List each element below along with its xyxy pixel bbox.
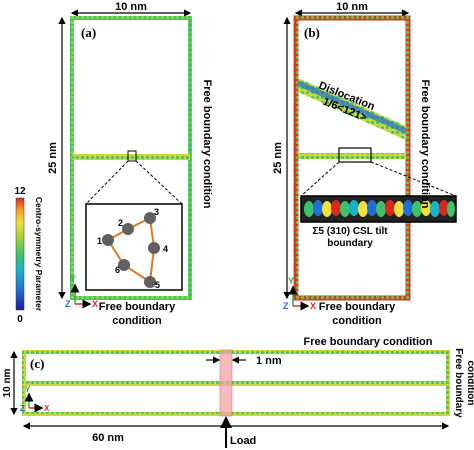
grain-boundary bbox=[72, 154, 190, 160]
axis-y-label: Y bbox=[288, 276, 294, 286]
panel-c-label: (c) bbox=[30, 356, 44, 371]
atom-ring bbox=[102, 212, 160, 288]
colorbar-min-label: 0 bbox=[17, 314, 23, 325]
axis-x-label: X bbox=[310, 301, 316, 311]
axis-y-label: Y bbox=[25, 385, 31, 394]
axis-z-label: Z bbox=[65, 299, 71, 309]
bottom-boundary-label-2: condition bbox=[332, 315, 382, 327]
width-label: 60 nm bbox=[92, 432, 124, 444]
gap-label: 1 nm bbox=[256, 355, 282, 367]
top-boundary-label: Free boundary condition bbox=[304, 336, 433, 348]
zoom-line-left bbox=[300, 161, 340, 197]
panel-b: 10 nm 25 nm bbox=[272, 1, 457, 327]
axis-triad-b: Y Z X bbox=[283, 276, 316, 311]
right-boundary-label-2: condition bbox=[465, 361, 474, 406]
axis-y-label: Y bbox=[70, 274, 76, 284]
atom-label-5: 5 bbox=[155, 280, 160, 290]
atom-4 bbox=[148, 242, 160, 254]
atom-6 bbox=[118, 259, 130, 271]
grain-boundary bbox=[26, 381, 446, 386]
atom-label-1: 1 bbox=[97, 236, 102, 246]
zoom-line-right bbox=[135, 160, 183, 205]
bottom-boundary-label-2: condition bbox=[112, 315, 162, 327]
width-label: 10 nm bbox=[115, 1, 147, 13]
axis-x-label: X bbox=[44, 404, 50, 413]
height-label: 25 nm bbox=[272, 142, 284, 174]
csl-inset bbox=[300, 195, 457, 223]
simulation-box bbox=[293, 15, 411, 301]
colorbar-max-label: 12 bbox=[14, 186, 26, 197]
height-label: 10 nm bbox=[2, 368, 13, 397]
right-boundary-label: Free boundary condition bbox=[201, 80, 213, 209]
atom-label-6: 6 bbox=[115, 265, 120, 275]
atom-3 bbox=[144, 212, 156, 224]
simulation-box bbox=[22, 350, 450, 416]
colorbar-title: Centro-symmetry Parameter bbox=[34, 197, 44, 312]
panel-c: Free boundary condition 1 nm (c) 10 nm 6… bbox=[2, 336, 474, 448]
atom-5 bbox=[144, 276, 156, 288]
atom-2 bbox=[122, 223, 134, 235]
colorbar-gradient bbox=[15, 197, 25, 311]
zoom-line-left bbox=[85, 160, 129, 205]
width-label: 10 nm bbox=[336, 1, 368, 13]
csl-label-2: boundary bbox=[327, 238, 373, 249]
bottom-boundary-label-1: Free boundary bbox=[99, 301, 176, 313]
axis-triad-c: Y Z X bbox=[20, 385, 50, 413]
panel-a-label: (a) bbox=[81, 25, 96, 40]
axis-z-label: Z bbox=[283, 301, 289, 311]
atom-inset bbox=[85, 203, 183, 291]
axis-x-label: X bbox=[92, 299, 98, 309]
atom-label-2: 2 bbox=[118, 218, 123, 228]
csl-label-1: Σ5 (310) CSL tilt bbox=[312, 226, 388, 237]
atom-label-3: 3 bbox=[154, 207, 159, 217]
colorbar: 12 0 Centro-symmetry Parameter bbox=[14, 186, 44, 325]
load-label: Load bbox=[230, 435, 256, 447]
axis-z-label: Z bbox=[20, 404, 25, 413]
panel-b-label: (b) bbox=[304, 25, 320, 40]
zoom-marker bbox=[127, 150, 137, 162]
zoom-marker bbox=[338, 147, 372, 163]
panel-a: 10 nm 25 nm 1 2 3 4 5 6 (a) Free bo bbox=[47, 1, 213, 327]
atom-label-4: 4 bbox=[163, 244, 168, 254]
atom-1 bbox=[102, 234, 114, 246]
zoom-line-right bbox=[370, 161, 457, 197]
height-label: 25 nm bbox=[47, 142, 59, 174]
right-boundary-label: Free boundary condition bbox=[419, 80, 431, 209]
right-boundary-label-1: Free boundary bbox=[453, 348, 464, 418]
load-region bbox=[219, 349, 233, 417]
grain-boundary bbox=[298, 153, 406, 159]
bottom-boundary-label-1: Free boundary bbox=[319, 301, 396, 313]
axis-triad-a: Y Z X bbox=[65, 274, 98, 309]
